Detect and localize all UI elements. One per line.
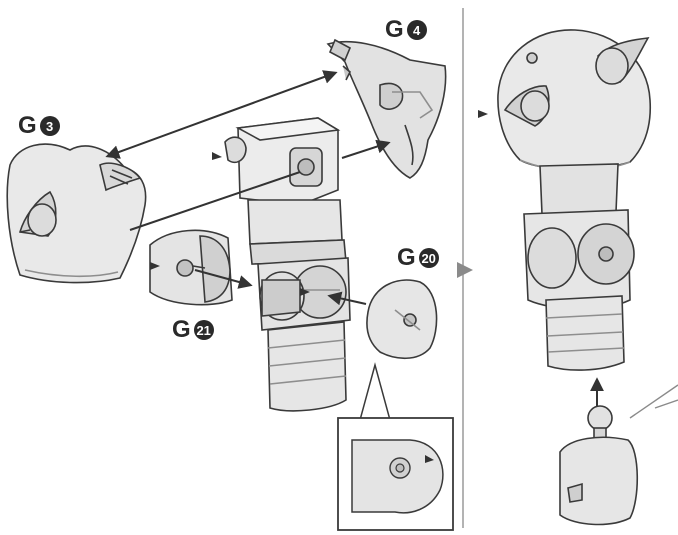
label-g20-number: 20 <box>419 248 439 268</box>
part-g21 <box>150 230 232 304</box>
label-g3-letter: G <box>18 114 37 138</box>
inset-detail-box <box>338 365 453 530</box>
part-g20 <box>367 280 437 358</box>
label-g3: G 3 <box>18 114 60 138</box>
label-g4-number: 4 <box>407 20 427 40</box>
label-g4-letter: G <box>385 18 404 42</box>
part-torso-column <box>225 118 350 411</box>
label-g21: G 21 <box>172 318 214 342</box>
label-g21-number: 21 <box>194 320 214 340</box>
label-g4: G 4 <box>385 18 427 42</box>
label-g21-letter: G <box>172 318 191 342</box>
label-g3-number: 3 <box>40 116 60 136</box>
arrow-to-g4 <box>342 143 388 158</box>
part-g3-head-shell <box>7 144 145 282</box>
assembled-head-torso <box>498 30 650 370</box>
label-g20-letter: G <box>397 246 416 270</box>
step-arrow-icon <box>457 262 473 278</box>
alignment-mark-right <box>478 110 488 118</box>
part-base-connector <box>560 406 637 524</box>
label-g20: G 20 <box>397 246 439 270</box>
callout-bubble <box>630 385 678 418</box>
